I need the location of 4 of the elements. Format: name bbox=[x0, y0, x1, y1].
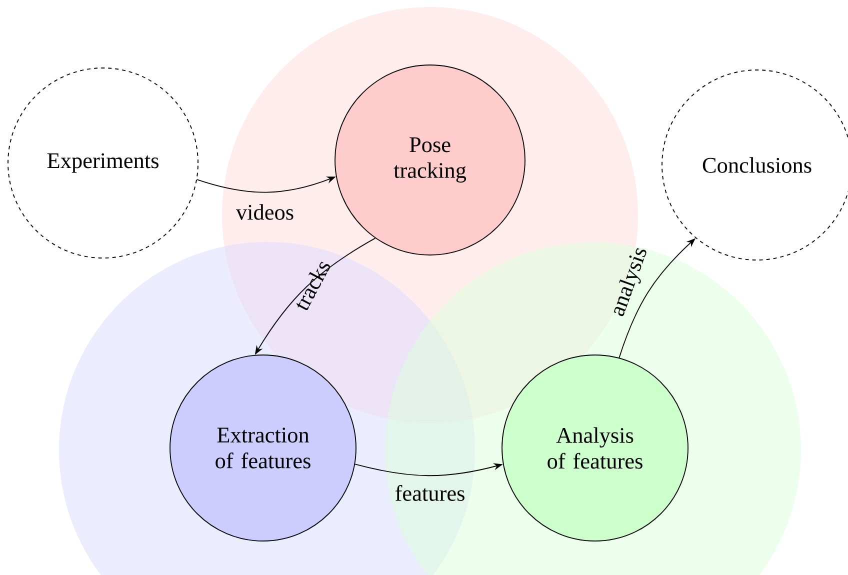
edge-label: features bbox=[395, 485, 464, 501]
edge-label: tracks bbox=[296, 262, 330, 310]
edge-label: videos bbox=[236, 204, 294, 220]
edge-label: analysis bbox=[614, 248, 646, 316]
